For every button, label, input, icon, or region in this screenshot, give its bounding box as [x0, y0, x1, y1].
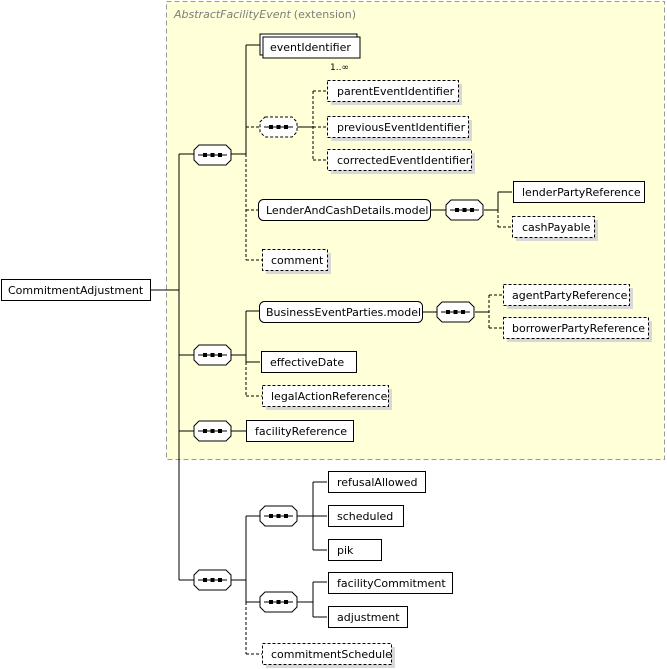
sequence-node: [436, 301, 475, 323]
element-label: eventIdentifier: [270, 41, 351, 54]
element-effective-date[interactable]: effectiveDate: [261, 351, 357, 373]
group-label: BusinessEventParties.model: [266, 306, 421, 319]
element-previous-event-identifier[interactable]: previousEventIdentifier: [327, 116, 473, 142]
sequence-node: [259, 505, 298, 527]
extension-title: AbstractFacilityEvent(extension): [173, 8, 356, 21]
element-commitment-schedule[interactable]: commitmentSchedule: [262, 643, 396, 669]
element-label: pik: [337, 544, 354, 557]
element-lender-party-reference[interactable]: lenderPartyReference: [513, 181, 645, 203]
element-corrected-event-identifier[interactable]: correctedEventIdentifier: [327, 149, 476, 175]
element-pik[interactable]: pik: [328, 539, 382, 561]
element-label: effectiveDate: [270, 356, 344, 369]
element-label: cashPayable: [522, 221, 591, 234]
element-label: commitmentSchedule: [271, 648, 392, 661]
element-borrower-party-reference[interactable]: borrowerPartyReference: [503, 317, 653, 343]
group-label: LenderAndCashDetails.model: [266, 204, 428, 217]
element-refusal-allowed[interactable]: refusalAllowed: [328, 471, 426, 493]
group-business-event-parties[interactable]: BusinessEventParties.model: [259, 301, 423, 323]
sequence-node: [259, 591, 298, 613]
element-comment[interactable]: comment: [262, 249, 332, 275]
element-cash-payable[interactable]: cashPayable: [512, 216, 599, 242]
sequence-node: [193, 344, 232, 366]
element-event-identifier[interactable]: eventIdentifier: [259, 33, 361, 59]
element-label: facilityReference: [255, 425, 347, 438]
element-label: adjustment: [337, 611, 400, 624]
element-agent-party-reference[interactable]: agentPartyReference: [503, 284, 634, 310]
root-element-commitment-adjustment[interactable]: CommitmentAdjustment: [1, 279, 151, 301]
sequence-node: [193, 144, 232, 166]
sequence-node: [193, 569, 232, 591]
sequence-node: [193, 420, 232, 442]
element-facility-reference[interactable]: facilityReference: [246, 420, 354, 442]
element-label: facilityCommitment: [337, 577, 446, 590]
element-label: legalActionReference: [271, 390, 388, 403]
sequence-node: [445, 199, 484, 221]
element-legal-action-reference[interactable]: legalActionReference: [262, 385, 393, 411]
element-label: correctedEventIdentifier: [337, 154, 471, 167]
element-label: scheduled: [337, 510, 393, 523]
connector-lines: [151, 44, 512, 655]
multiplicity-label: 1..∞: [330, 63, 349, 73]
group-lender-and-cash-details[interactable]: LenderAndCashDetails.model: [258, 199, 431, 221]
element-label: agentPartyReference: [512, 289, 628, 302]
element-label: refusalAllowed: [337, 476, 418, 489]
element-parent-event-identifier[interactable]: parentEventIdentifier: [327, 80, 463, 106]
element-adjustment[interactable]: adjustment: [328, 606, 408, 628]
element-label: comment: [271, 254, 324, 267]
element-label: previousEventIdentifier: [337, 121, 466, 134]
root-element-label: CommitmentAdjustment: [8, 284, 144, 297]
element-label: lenderPartyReference: [522, 186, 641, 199]
element-label: parentEventIdentifier: [337, 85, 455, 98]
optional-sequence-node: [259, 116, 298, 138]
element-scheduled[interactable]: scheduled: [328, 505, 404, 527]
element-facility-commitment[interactable]: facilityCommitment: [328, 572, 453, 594]
element-label: borrowerPartyReference: [512, 322, 645, 335]
